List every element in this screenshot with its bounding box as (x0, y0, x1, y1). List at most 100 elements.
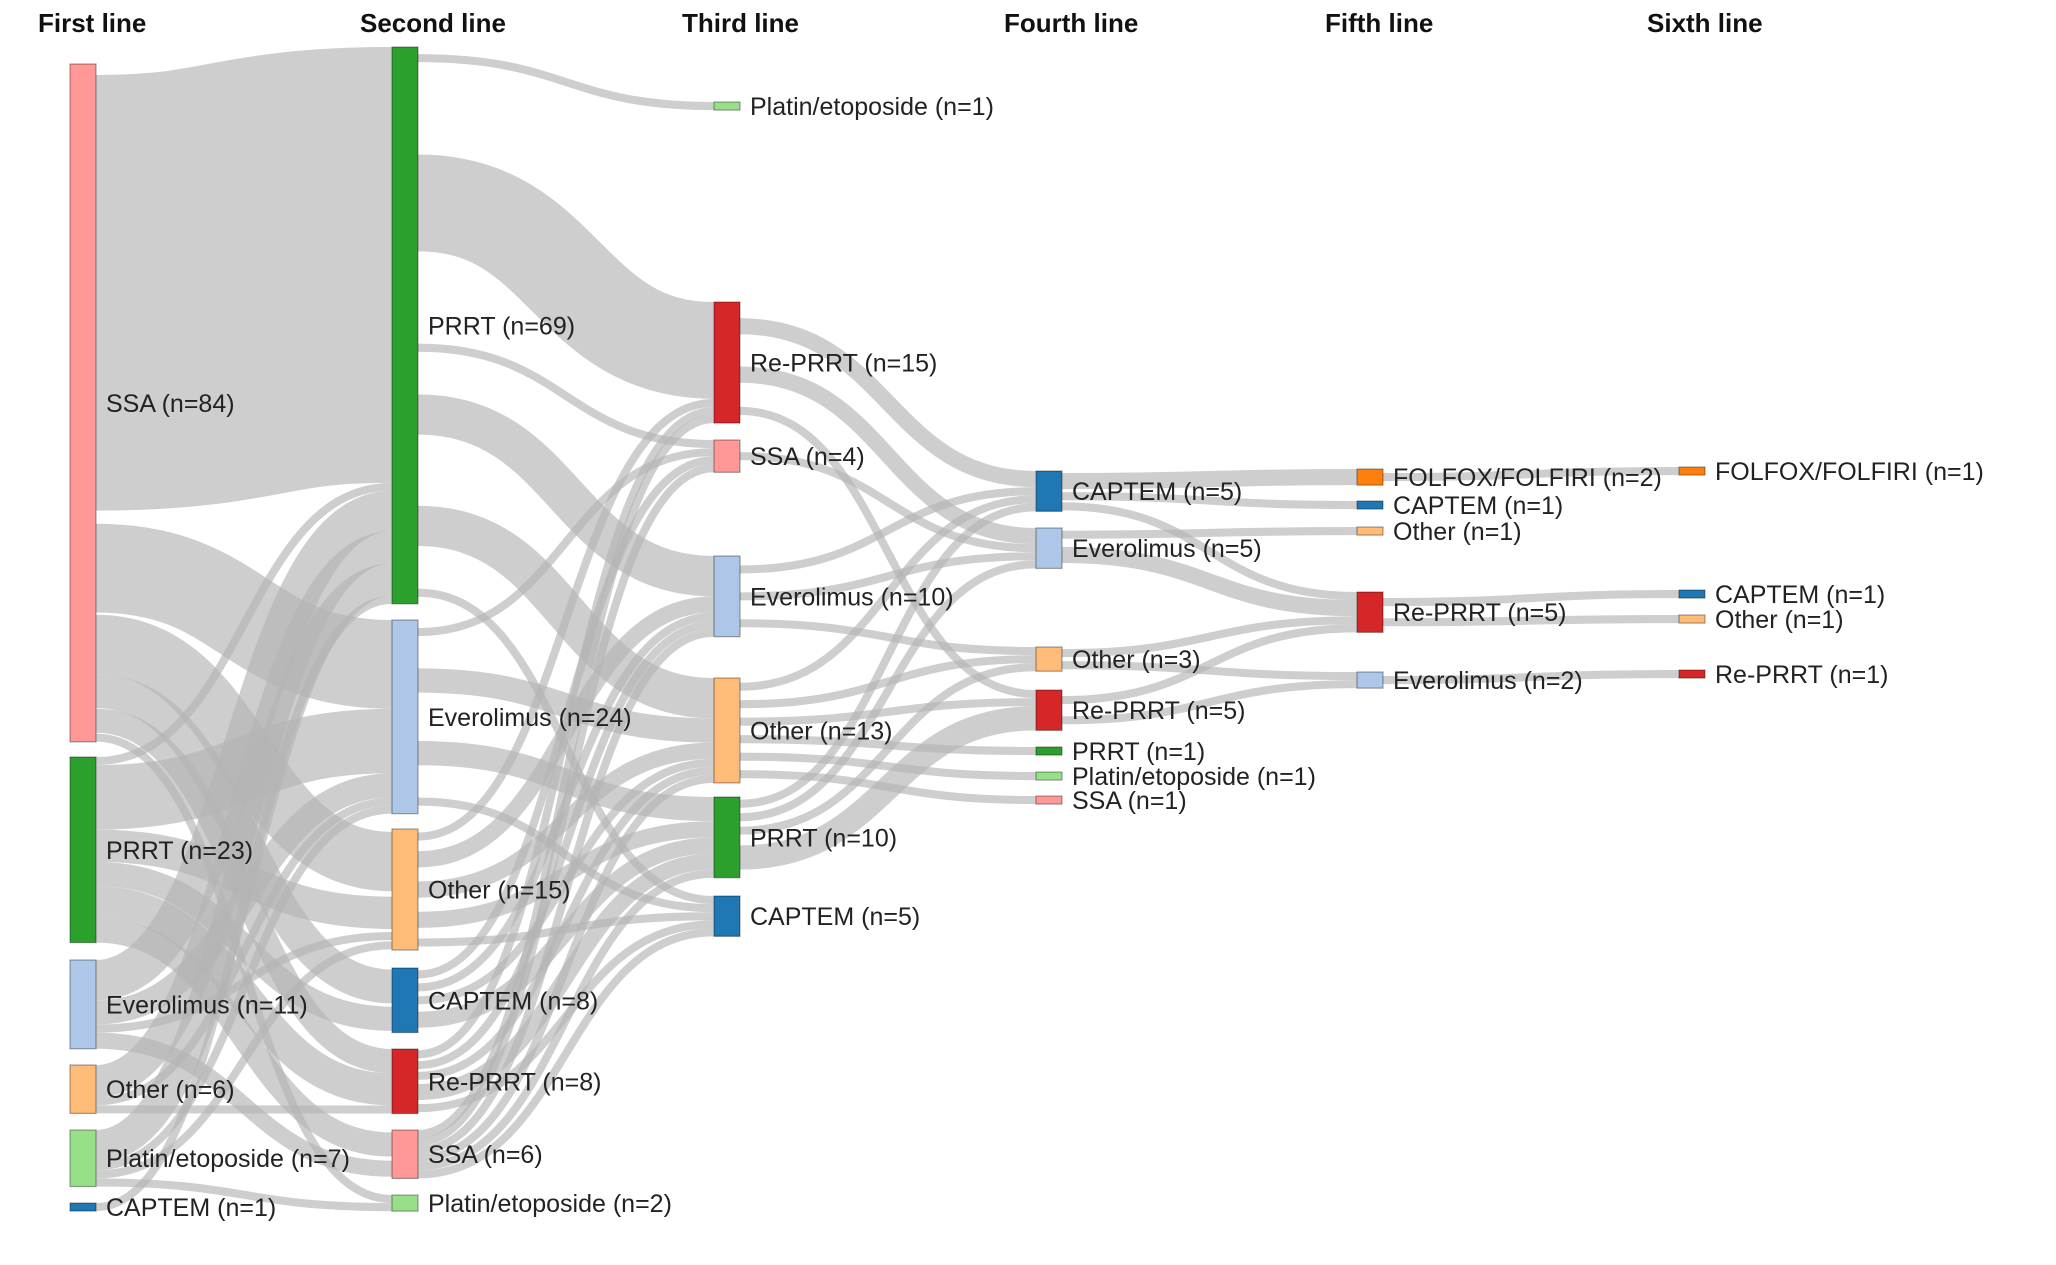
node-label-l5_fol: FOLFOX/FOLFIRI (n=2) (1393, 464, 1662, 492)
link-L4_EVE-to-L5_RE (1061, 546, 1358, 617)
link-L3_RE-to-L4_CAP (739, 318, 1037, 488)
link-L4_OTH-to-L5_RE (1061, 616, 1358, 658)
node-l3_prrt[interactable] (713, 796, 741, 879)
node-label-l6_re: Re-PRRT (n=1) (1715, 661, 1888, 689)
node-l3_pla[interactable] (713, 101, 741, 111)
node-l2_eve[interactable] (391, 619, 419, 815)
link-L4_EVE-to-L5_OTH (1061, 527, 1358, 539)
node-l4_oth[interactable] (1035, 646, 1063, 672)
node-l3_oth[interactable] (713, 677, 741, 784)
node-l1_ssa[interactable] (69, 63, 97, 743)
node-label-l5_cap: CAPTEM (n=1) (1393, 492, 1563, 520)
node-l5_fol[interactable] (1356, 468, 1384, 486)
node-l3_eve[interactable] (713, 555, 741, 638)
link-L3_PRRT-to-L4_EVE (739, 560, 1037, 822)
column-title-2: Second line (360, 8, 506, 38)
node-l1_eve[interactable] (69, 959, 97, 1050)
column-title-6: Sixth line (1647, 8, 1763, 38)
node-label-l4_ssa: SSA (n=1) (1072, 787, 1187, 815)
node-l6_re[interactable] (1678, 669, 1706, 679)
node-l4_prrt[interactable] (1035, 746, 1063, 756)
node-label-l3_oth: Other (n=13) (750, 717, 892, 745)
node-label-l4_cap: CAPTEM (n=5) (1072, 478, 1242, 506)
node-l6_oth[interactable] (1678, 614, 1706, 624)
link-L2_RE-to-L3_OTH (417, 766, 715, 1080)
node-l4_ssa[interactable] (1035, 795, 1063, 805)
node-l3_ssa[interactable] (713, 439, 741, 473)
node-l4_eve[interactable] (1035, 527, 1063, 569)
link-L1_EVE-to-L2_PRRT (94, 490, 394, 1001)
node-label-l4_re: Re-PRRT (n=5) (1072, 697, 1245, 725)
link-L5_FOL-to-L6_FOL (1382, 467, 1680, 482)
node-label-l5_re: Re-PRRT (n=5) (1393, 599, 1566, 627)
node-l2_cap[interactable] (391, 967, 419, 1034)
node-label-l3_prrt: PRRT (n=10) (750, 824, 897, 852)
node-l2_ssa[interactable] (391, 1129, 419, 1180)
column-title-3: Third line (682, 8, 799, 38)
node-l6_fol[interactable] (1678, 466, 1706, 476)
node-label-l1_eve: Everolimus (n=11) (106, 991, 308, 1019)
labels-layer: SSA (n=84) PRRT (n=23) Everolimus (n=11) Ot… (106, 93, 1984, 1222)
node-l1_prrt[interactable] (69, 756, 97, 944)
node-l2_prrt[interactable] (391, 46, 419, 605)
node-label-l2_prrt: PRRT (n=69) (428, 312, 575, 340)
link-L2_SSA-to-L3_CAP (417, 928, 715, 1179)
link-L2_SSA-to-L3_SSA (417, 464, 715, 1147)
node-label-l6_cap: CAPTEM (n=1) (1715, 581, 1885, 609)
link-L1_OTH-to-L2_EVE (95, 797, 393, 1106)
node-label-l3_cap: CAPTEM (n=5) (750, 903, 920, 931)
node-label-l4_eve: Everolimus (n=5) (1072, 535, 1262, 563)
node-l4_pla[interactable] (1035, 771, 1063, 781)
link-L5_RE-to-L6_OTH (1382, 615, 1680, 627)
link-L2_PRRT-to-L3_PLA (417, 54, 715, 111)
link-L3_EVE-to-L4_OTH (739, 619, 1037, 656)
node-l2_pla[interactable] (391, 1194, 419, 1212)
node-label-l5_oth: Other (n=1) (1393, 518, 1522, 546)
link-L4_RE-to-L5_RE (1061, 624, 1358, 705)
node-l5_cap[interactable] (1356, 500, 1384, 510)
link-L1_PLA-to-L2_OTH (95, 941, 393, 1179)
node-l5_oth[interactable] (1356, 526, 1384, 536)
link-L3_EVE-to-L4_CAP (739, 487, 1037, 574)
node-l2_re[interactable] (391, 1048, 419, 1115)
link-L3_PRRT-to-L4_RE (739, 706, 1037, 870)
node-l1_oth[interactable] (69, 1064, 97, 1115)
node-label-l1_ssa: SSA (n=84) (106, 390, 235, 418)
node-label-l3_eve: Everolimus (n=10) (750, 583, 954, 611)
link-L4_CAP-to-L5_CAP (1061, 492, 1358, 510)
column-title-1: First line (38, 8, 146, 38)
link-L3_OTH-to-L4_OTH (739, 655, 1037, 709)
link-L4_RE-to-L5_EVE (1061, 680, 1358, 725)
node-label-l1_pla: Platin/etoposide (n=7) (106, 1145, 350, 1173)
link-L4_CAP-to-L5_FOL (1061, 469, 1358, 490)
link-L5_RE-to-L6_CAP (1382, 590, 1680, 607)
node-l3_re[interactable] (713, 301, 741, 424)
node-l4_re[interactable] (1035, 689, 1063, 731)
link-L1_SSA-to-L2_PRRT (94, 47, 394, 511)
link-L4_CAP-to-L5_RE (1061, 502, 1358, 601)
link-L2_SSA-to-L3_OTH (417, 774, 715, 1163)
node-l4_cap[interactable] (1035, 470, 1063, 512)
node-label-l2_cap: CAPTEM (n=8) (428, 987, 598, 1015)
link-L4_OTH-to-L5_EVE (1061, 661, 1358, 681)
node-l3_cap[interactable] (713, 895, 741, 937)
node-label-l3_ssa: SSA (n=4) (750, 443, 865, 471)
node-l1_cap[interactable] (69, 1202, 97, 1212)
node-l5_eve[interactable] (1356, 671, 1384, 689)
link-L3_OTH-to-L4_PLA (739, 752, 1037, 781)
link-L3_PRRT-to-L4_OTH (739, 663, 1037, 835)
link-L3_PRRT-to-L4_CAP (739, 503, 1037, 808)
node-label-l1_prrt: PRRT (n=23) (106, 837, 253, 865)
node-l1_pla[interactable] (69, 1129, 97, 1188)
node-l6_cap[interactable] (1678, 589, 1706, 599)
node-l5_re[interactable] (1356, 591, 1384, 633)
node-label-l6_oth: Other (n=1) (1715, 606, 1844, 634)
node-label-l6_fol: FOLFOX/FOLFIRI (n=1) (1715, 458, 1984, 486)
link-L2_PRRT-to-L3_RE (416, 154, 716, 399)
node-l2_oth[interactable] (391, 828, 419, 951)
node-label-l3_re: Re-PRRT (n=15) (750, 350, 937, 378)
link-L2_RE-to-L3_EVE (417, 620, 715, 1070)
node-label-l3_pla: Platin/etoposide (n=1) (750, 93, 994, 121)
